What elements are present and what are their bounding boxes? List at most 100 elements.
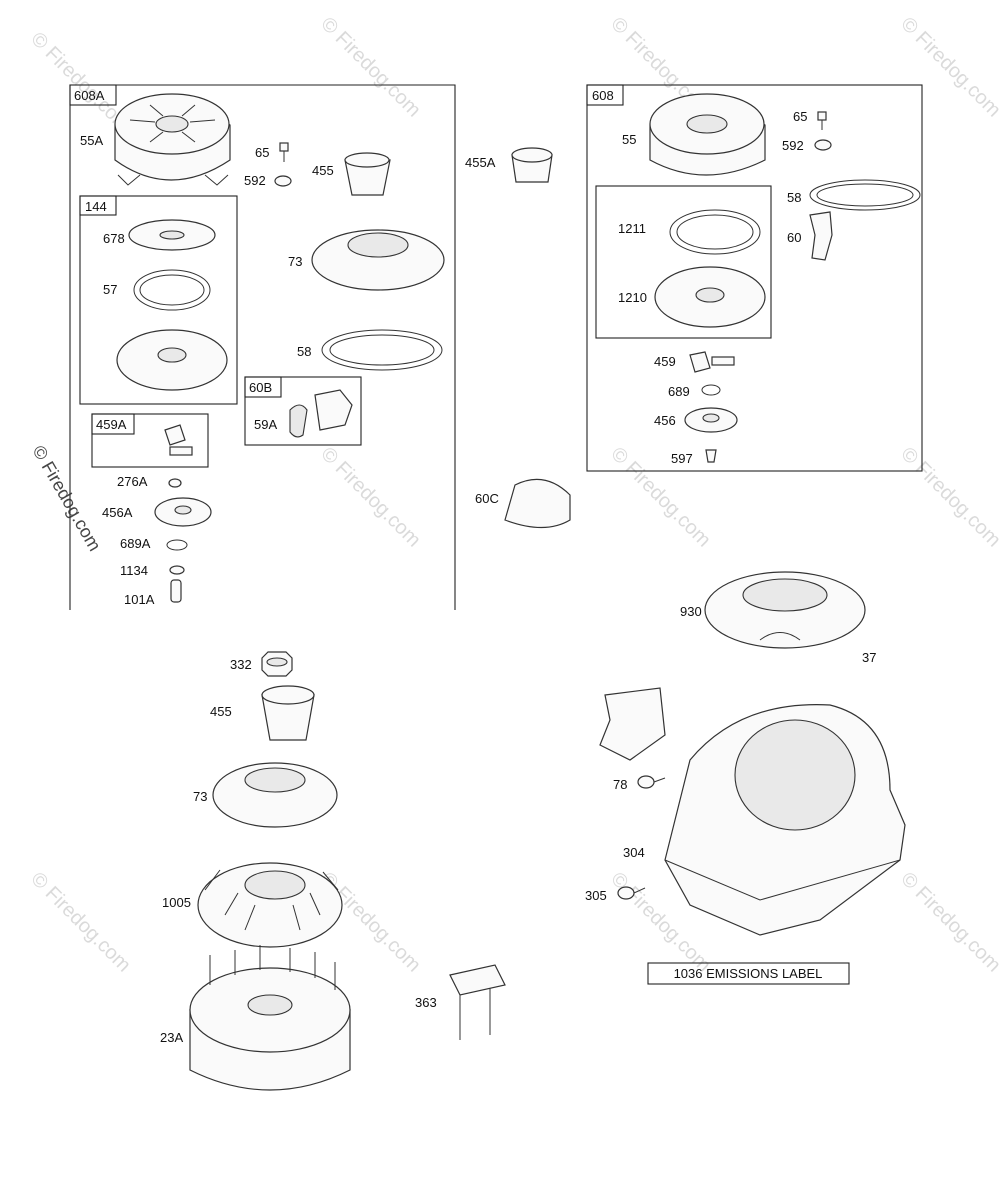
emissions-label-text: 1036 EMISSIONS LABEL [674,966,823,981]
group-box-608A [69,84,456,610]
group-title-box [79,195,117,216]
nut-592 [274,175,292,187]
watermark: © Firedog.com [316,13,425,122]
callout-597: 597 [671,451,693,466]
group-box-459A [91,413,209,468]
callout-455A: 455A [465,155,496,170]
rotating-screen-73 [311,229,445,291]
nut-592 [814,139,832,151]
callout-73: 73 [288,254,302,269]
bolt-65 [817,111,827,130]
flywheel-fan-1005 [197,862,343,948]
callout-57: 57 [103,282,117,297]
callout-58b: 58 [787,190,801,205]
starter-handle-60 [809,211,833,261]
starter-handle-59A [289,389,353,438]
watermark: © Firedog.com [606,443,715,552]
callout-60C: 60C [475,491,499,506]
bolt-78 [637,775,666,789]
pawl-459 [689,351,735,373]
group-title-459A: 459A [96,417,127,432]
retainer-689 [701,384,721,396]
group-60B: 60B [244,376,362,446]
group-box-144 [79,195,238,405]
callout-456A: 456A [102,505,133,520]
parts-stack-276A-101A [154,478,212,603]
nut-332 [261,651,293,677]
rewind-spring-58 [809,179,921,211]
callout-55: 55 [622,132,636,147]
callout-55A: 55A [80,133,103,148]
rewind-spring-57 [133,269,211,311]
callout-689: 689 [668,384,690,399]
group-144: 144 [79,195,238,405]
group-title-60B: 60B [249,380,272,395]
group-608: 608 [586,84,923,472]
group-title-box [586,84,624,106]
flywheel-23A [189,945,351,1091]
callout-layer: 55A 65 592 455 455A 678 57 73 58 59A 276… [80,109,876,1045]
rewind-spring-58 [321,329,443,371]
callout-1134: 1134 [120,563,148,578]
group-459A: 459A [91,413,209,468]
callout-58: 58 [297,344,311,359]
callout-305: 305 [585,888,607,903]
callout-455: 455 [312,163,334,178]
group-title-box [91,413,135,435]
callout-930: 930 [680,604,702,619]
callout-65b: 65 [793,109,807,124]
group-title-144: 144 [85,199,107,214]
callout-456: 456 [654,413,676,428]
watermark: © Firedog.com [316,443,425,552]
bolt-65 [279,142,289,162]
side-watermark: © Firedog.com [29,442,105,554]
callout-59A: 59A [254,417,277,432]
emissions-label-box: 1036 EMISSIONS LABEL [647,962,850,985]
screw-597 [705,449,717,463]
callout-65: 65 [255,145,269,160]
callout-101A: 101A [124,592,155,607]
starter-housing-55A [114,93,231,186]
callout-592: 592 [244,173,266,188]
pulley-1210 [654,266,766,328]
rewind-spring-1211 [669,209,761,255]
group-box-60B [244,376,362,446]
group-title-box [244,376,282,398]
rotating-screen-73 [212,762,338,828]
callout-455b: 455 [210,704,232,719]
starter-handle-60C [504,478,571,529]
callout-689A: 689A [120,536,151,551]
group-608A: 608A [69,84,456,610]
starter-cup-455A [511,147,553,183]
callout-459: 459 [654,354,676,369]
group-title-box [69,84,117,106]
pulley-144 [116,329,228,391]
baffle-37 [599,687,666,761]
callout-23A: 23A [160,1030,183,1045]
pawl-459A [164,424,193,456]
callout-304: 304 [623,845,645,860]
callout-332: 332 [230,657,252,672]
ignition-armature-363 [449,964,506,1040]
starter-housing-55 [649,93,766,176]
callout-1210: 1210 [618,290,647,305]
bolt-305 [617,886,646,900]
rotating-screen-930 [704,571,866,649]
starter-cup-455 [344,152,391,196]
watermark: © Firedog.com [896,868,1000,977]
watermark: © Firedog.com [26,868,135,977]
retainer-456 [684,407,738,433]
callout-78: 78 [613,777,627,792]
callout-60: 60 [787,230,801,245]
group-box-608 [586,84,923,472]
callout-37: 37 [862,650,876,665]
group-title-608A: 608A [74,88,105,103]
callout-1005: 1005 [162,895,191,910]
callout-276A: 276A [117,474,148,489]
blower-housing-304 [664,704,906,936]
group-box-1210-1211 [595,185,772,339]
callout-592b: 592 [782,138,804,153]
starter-cup-455 [261,685,315,741]
callout-678: 678 [103,231,125,246]
